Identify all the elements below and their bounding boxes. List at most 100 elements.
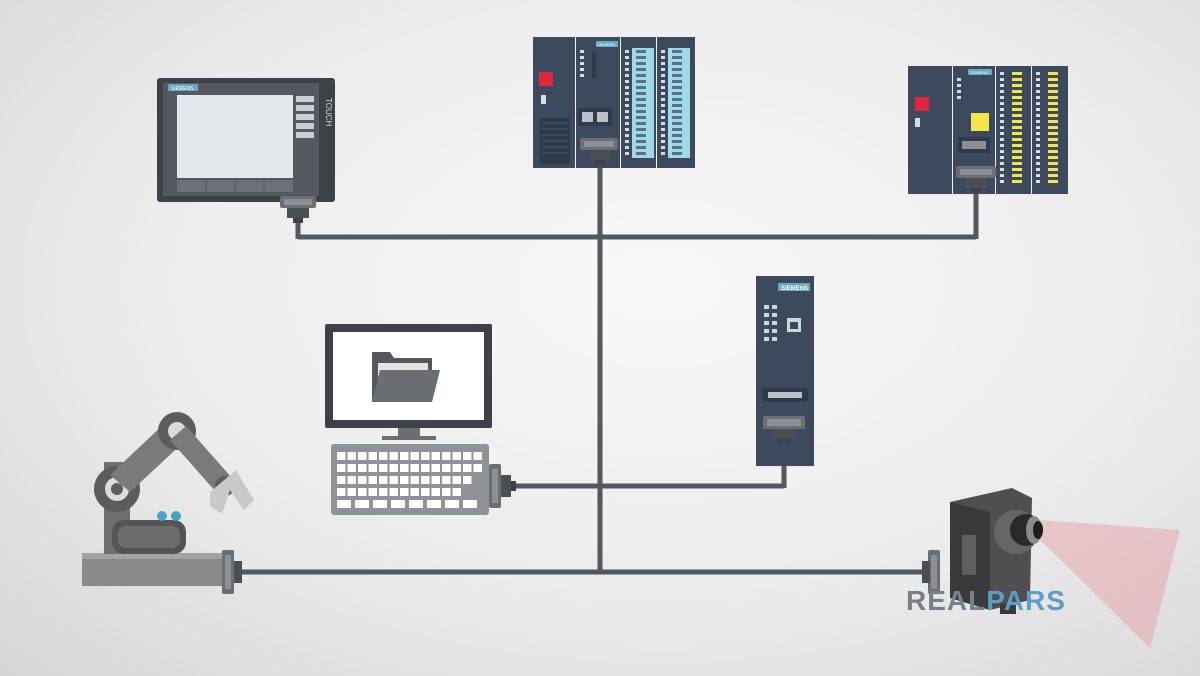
siemens-badge — [168, 84, 198, 91]
io-label — [1048, 72, 1058, 75]
io-led — [661, 134, 665, 137]
switch-connector — [763, 416, 805, 443]
plc-power-switch[interactable] — [539, 72, 553, 86]
panel-brand-label: SIEMENS — [171, 86, 194, 92]
io-label — [636, 152, 646, 155]
io-label — [1048, 96, 1058, 99]
plc-ethernet-port-2[interactable] — [597, 112, 608, 122]
io-led — [1000, 168, 1004, 171]
io-label — [636, 86, 646, 89]
io-led — [625, 110, 629, 113]
keyboard-key — [410, 452, 419, 460]
io-label — [636, 140, 646, 143]
panel-softkey-4[interactable] — [296, 123, 314, 129]
io-label — [1048, 102, 1058, 105]
io-led — [1036, 102, 1040, 105]
io-led — [1000, 96, 1004, 99]
io-led — [661, 104, 665, 107]
keyboard-key — [473, 464, 482, 472]
io-label — [672, 128, 682, 131]
io-label — [1048, 162, 1058, 165]
io-led — [1036, 126, 1040, 129]
robot-arm[interactable] — [82, 412, 254, 594]
io-label — [1012, 144, 1022, 147]
io-led — [1000, 180, 1004, 183]
keyboard-key — [358, 464, 367, 472]
switch-siemens-badge — [778, 283, 810, 291]
io-label — [672, 134, 682, 137]
io-label — [1012, 156, 1022, 159]
keyboard-key — [379, 464, 388, 472]
io-label — [636, 56, 646, 59]
io-label — [1048, 90, 1058, 93]
keyboard-key — [379, 488, 388, 496]
io-led — [1000, 138, 1004, 141]
plc-mode-slot — [592, 52, 596, 78]
panel-softkey-5[interactable] — [296, 132, 314, 138]
io-led — [1036, 132, 1040, 135]
keyboard-key — [431, 464, 440, 472]
io-label — [1012, 84, 1022, 87]
io-led — [1036, 114, 1040, 117]
io-label — [1048, 138, 1058, 141]
io-label — [1048, 180, 1058, 183]
io-label — [636, 92, 646, 95]
io-label — [1048, 114, 1058, 117]
keyboard-key — [410, 476, 419, 484]
keyboard-key — [463, 464, 472, 472]
io-led — [625, 86, 629, 89]
switch-status-leds — [764, 305, 777, 341]
io-label — [636, 68, 646, 71]
keyboard-key — [431, 452, 440, 460]
keyboard-key — [431, 476, 440, 484]
robot-barrel-band — [118, 526, 180, 548]
engineering-pc[interactable] — [325, 324, 516, 515]
panel-softkey-3[interactable] — [296, 114, 314, 120]
plc2-power-switch[interactable] — [915, 97, 929, 111]
panel-screen[interactable] — [177, 95, 293, 178]
folder-icon[interactable] — [372, 352, 440, 402]
io-label — [1012, 114, 1022, 117]
io-label — [672, 86, 682, 89]
vision-camera[interactable] — [922, 488, 1043, 614]
keyboard-key — [463, 500, 477, 508]
io-led — [1036, 84, 1040, 87]
plc2-power-module — [908, 66, 952, 194]
plc-ethernet-port-1[interactable] — [582, 112, 593, 122]
io-label — [1048, 120, 1058, 123]
pc-keyboard[interactable] — [331, 444, 489, 515]
io-led — [1000, 126, 1004, 129]
io-led — [1036, 96, 1040, 99]
io-label — [1048, 126, 1058, 129]
io-led — [1000, 84, 1004, 87]
keyboard-key — [389, 488, 398, 496]
plc-connector — [580, 138, 618, 164]
io-led — [661, 152, 665, 155]
keyboard-key — [347, 464, 356, 472]
io-label — [1048, 174, 1058, 177]
io-label — [1012, 126, 1022, 129]
plc2-memory-card — [971, 113, 989, 131]
io-led — [661, 146, 665, 149]
plc-power-lamp — [541, 95, 546, 104]
io-led — [625, 62, 629, 65]
keyboard-key — [463, 452, 472, 460]
switch-rj45-socket — [790, 322, 798, 329]
keyboard-key — [410, 464, 419, 472]
keyboard-key — [442, 476, 451, 484]
keyboard-key — [389, 476, 398, 484]
keyboard-key — [421, 464, 430, 472]
io-led — [1036, 78, 1040, 81]
io-led — [625, 116, 629, 119]
plc-remote[interactable]: SIEMENS — [908, 66, 1068, 194]
panel-softkey-1[interactable] — [296, 96, 314, 102]
keyboard-key — [421, 488, 430, 496]
hmi-touch-panel[interactable]: SIEMENS TOUCH — [157, 78, 335, 223]
panel-softkey-2[interactable] — [296, 105, 314, 111]
keyboard-key — [442, 452, 451, 460]
network-switch[interactable]: SIEMENS — [756, 276, 814, 466]
camera-side-slot — [962, 535, 976, 575]
plc-s7-300[interactable]: SIEMENS — [533, 37, 695, 168]
